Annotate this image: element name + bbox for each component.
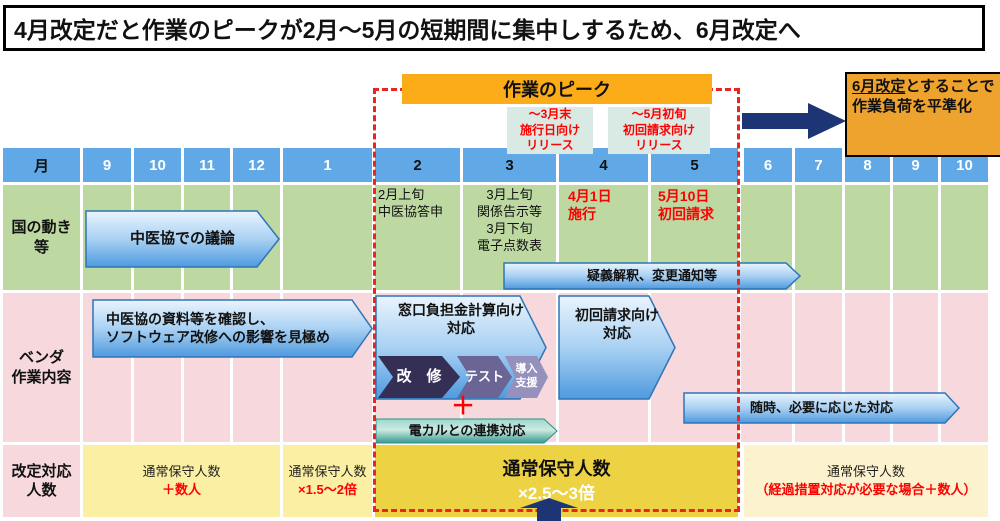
right-arrow-shape bbox=[92, 299, 373, 358]
grid-divider bbox=[372, 185, 375, 290]
grid-divider bbox=[890, 293, 893, 442]
grid-divider bbox=[460, 185, 463, 290]
leveling-right-arrow-icon bbox=[742, 102, 848, 140]
staff-cell-jun-oct: 通常保守人数 （経過措置対応が必要な場合＋数人） bbox=[744, 445, 988, 517]
month-cell: 9 bbox=[83, 148, 131, 182]
chevron-shape bbox=[378, 356, 460, 398]
arrow-label: 中医協の資料等を確認し、 ソフトウェア改修への影響を見極め bbox=[106, 311, 330, 345]
staff-extra: ×2.5～3倍 bbox=[517, 483, 595, 503]
grid-divider bbox=[648, 185, 651, 290]
right-arrow-shape bbox=[683, 392, 960, 424]
note-april-enforcement: 4月1日 施行 bbox=[568, 188, 612, 223]
right-arrow-shape bbox=[85, 210, 280, 268]
title-box: 4月改定だと作業のピークが2月～5月の短期間に集中しするため、6月改定へ bbox=[3, 5, 985, 51]
review-materials-arrow: 中医協の資料等を確認し、 ソフトウェア改修への影響を見極め bbox=[92, 299, 373, 358]
month-cell: 1 bbox=[283, 148, 372, 182]
month-cell: 7 bbox=[795, 148, 842, 182]
june-revision-summary-box: 6月改定とすることで作業負荷を平準化 bbox=[845, 72, 1000, 157]
chevron-shape bbox=[505, 356, 548, 398]
grid-divider bbox=[938, 185, 941, 290]
inquiry-notice-arrow: 疑義解釈、変更通知等 bbox=[503, 262, 801, 290]
phase-label: 改 修 bbox=[396, 367, 442, 385]
phase-kaishu-chevron: 改 修 bbox=[378, 356, 460, 398]
grid-divider bbox=[842, 293, 845, 442]
month-header-label: 月 bbox=[3, 148, 80, 182]
note-may-first-claim: 5月10日 初回請求 bbox=[658, 188, 714, 223]
grid-divider bbox=[280, 185, 283, 290]
note-march: 3月上旬 関係告示等 3月下旬 電子点数表 bbox=[476, 187, 542, 253]
arrow-label: 中医協での議論 bbox=[129, 229, 235, 247]
arrow-label: 窓口負担金計算向け 対応 bbox=[398, 302, 524, 336]
grid-divider bbox=[842, 185, 845, 290]
summary-rest: とすることで作業負荷を平準化 bbox=[852, 78, 995, 115]
release-note-may: ～5月初旬 初回請求向け リリース bbox=[608, 107, 710, 154]
summary-underlined: 6月改定 bbox=[852, 78, 906, 95]
first-claim-arrow: 初回請求向け 対応 bbox=[558, 295, 676, 400]
staff-base: 通常保守人数 bbox=[826, 463, 905, 479]
month-cell: 2 bbox=[375, 148, 460, 182]
phase-label: 導入 支援 bbox=[515, 363, 538, 389]
release-note-march: ～3月末 施行日向け リリース bbox=[507, 107, 593, 154]
staff-base: 通常保守人数 bbox=[288, 463, 367, 479]
grid-divider bbox=[890, 185, 893, 290]
month-cell: 6 bbox=[744, 148, 792, 182]
staff-cell-jan: 通常保守人数 ×1.5～2倍 bbox=[283, 445, 372, 517]
grid-divider bbox=[792, 293, 795, 442]
page-title: 4月改定だと作業のピークが2月～5月の短期間に集中しするため、6月改定へ bbox=[14, 17, 801, 43]
grid-divider bbox=[181, 293, 184, 442]
right-arrow-shape bbox=[558, 295, 676, 400]
arrow-label: 初回請求向け 対応 bbox=[575, 307, 659, 341]
ehr-link-arrow: 電カルとの連携対応 bbox=[376, 418, 558, 444]
month-cell: 12 bbox=[233, 148, 280, 182]
grid-divider bbox=[938, 293, 941, 442]
grid-divider bbox=[792, 185, 795, 290]
grid-divider bbox=[556, 293, 559, 442]
phase-test-chevron: テスト bbox=[457, 356, 512, 398]
month-cell: 10 bbox=[134, 148, 181, 182]
chevron-shape bbox=[457, 356, 512, 398]
row-label-national: 国の動き 等 bbox=[3, 185, 80, 290]
ongoing-support-arrow: 随時、必要に応じた対応 bbox=[683, 392, 960, 424]
row-label-staff: 改定対応 人数 bbox=[3, 445, 80, 517]
work-peak-banner: 作業のピーク bbox=[402, 74, 712, 104]
chuikyo-discussion-arrow: 中医協での議論 bbox=[85, 210, 280, 268]
phase-donyu-chevron: 導入 支援 bbox=[505, 356, 548, 398]
grid-divider bbox=[280, 293, 283, 442]
staff-extra: （経過措置対応が必要な場合＋数人） bbox=[755, 482, 977, 497]
grid-divider bbox=[556, 185, 559, 290]
staff-cell-sep-dec: 通常保守人数 ＋数人 bbox=[83, 445, 280, 517]
row-label-vendor: ベンダ 作業内容 bbox=[3, 293, 80, 442]
peak-up-arrow-icon bbox=[518, 498, 580, 521]
staff-extra: ＋数人 bbox=[161, 482, 201, 497]
staff-extra: ×1.5～2倍 bbox=[298, 482, 357, 497]
arrow-label: 電カルとの連携対応 bbox=[408, 422, 526, 438]
staff-base: 通常保守人数 bbox=[502, 458, 611, 479]
month-cell: 11 bbox=[184, 148, 230, 182]
arrow-label: 疑義解釈、変更通知等 bbox=[586, 267, 717, 283]
note-february: 2月上旬 中医協答申 bbox=[378, 187, 444, 219]
right-arrow-shape bbox=[376, 418, 558, 444]
staff-base: 通常保守人数 bbox=[142, 463, 221, 479]
grid-divider bbox=[131, 293, 134, 442]
arrow-label: 随時、必要に応じた対応 bbox=[749, 399, 893, 415]
phase-label: テスト bbox=[464, 368, 504, 384]
plus-sign: ＋ bbox=[451, 392, 475, 420]
grid-divider bbox=[230, 293, 233, 442]
